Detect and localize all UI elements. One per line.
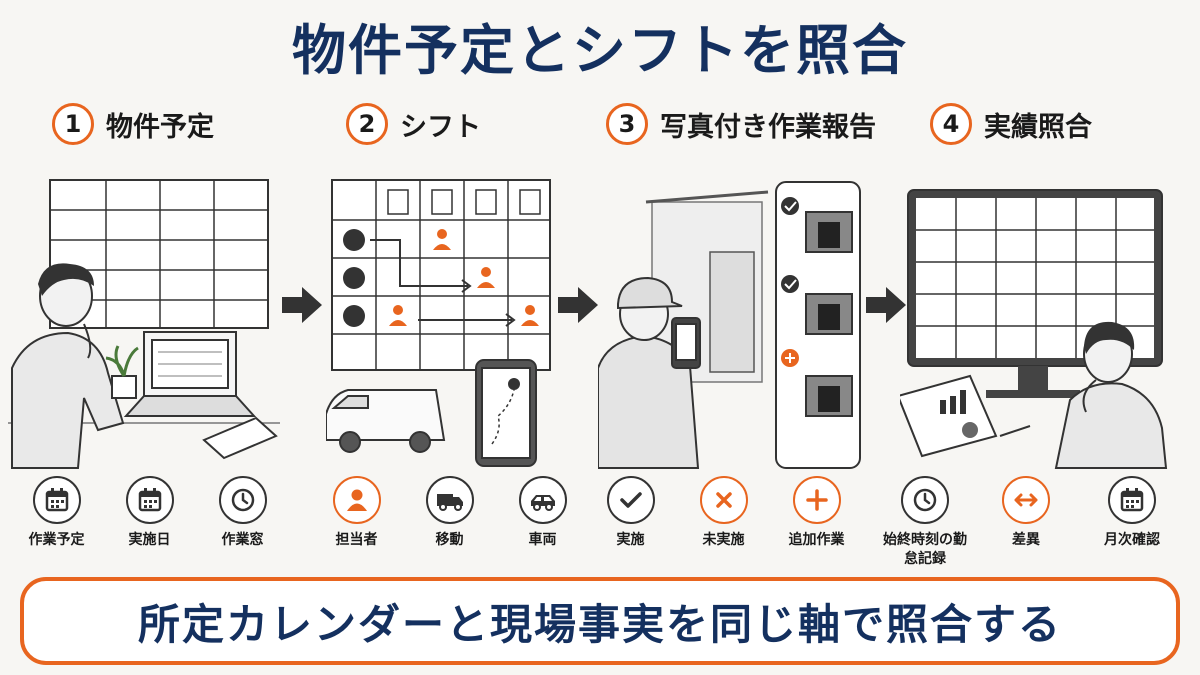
summary-text: 所定カレンダーと現場事実を同じ軸で照合する xyxy=(137,599,1062,649)
feature-label: 追加作業 xyxy=(788,532,845,548)
feature-label: 作業予定 xyxy=(28,532,85,548)
step-4-number: 4 xyxy=(930,103,972,145)
step-4-features: 始終時刻の勤怠記録 差異 月次確認 xyxy=(872,476,1190,586)
feature-vehicle: 車両 xyxy=(496,476,589,586)
calendar-icon xyxy=(138,488,161,512)
step-2-title: シフト xyxy=(400,111,481,143)
feature-label: 未実施 xyxy=(702,532,745,548)
car-icon xyxy=(530,495,555,511)
feature-label: 差異 xyxy=(1012,532,1040,548)
feature-label: 移動 xyxy=(435,532,464,548)
feature-assignee: 担当者 xyxy=(310,476,403,586)
check-icon xyxy=(619,492,642,508)
feature-difference: 差異 xyxy=(978,476,1074,586)
step-3-features: 実施 未実施 追加作業 xyxy=(584,476,863,586)
feature-label: 実施日 xyxy=(128,532,171,548)
feature-work-window: 作業窓 xyxy=(196,476,289,586)
summary-banner: 所定カレンダーと現場事実を同じ軸で照合する xyxy=(20,577,1180,665)
double-arrow-icon xyxy=(1014,493,1038,507)
feature-label: 実施 xyxy=(616,532,645,548)
step-1-number: 1 xyxy=(52,103,94,145)
feature-done: 実施 xyxy=(584,476,677,586)
step-2-features: 担当者 移動 車両 xyxy=(310,476,589,586)
feature-attendance-record: 始終時刻の勤怠記録 xyxy=(872,476,978,586)
feature-label: 車両 xyxy=(528,532,557,548)
feature-travel: 移動 xyxy=(403,476,496,586)
photo-report-illustration xyxy=(598,181,861,469)
step-3-header: 3 写真付き作業報告 xyxy=(606,100,876,148)
flow-arrow-1 xyxy=(282,287,322,323)
calendar-icon xyxy=(45,488,68,512)
actuals-illustration xyxy=(900,189,1168,469)
feature-work-schedule: 作業予定 xyxy=(10,476,103,586)
step-3-number: 3 xyxy=(606,103,648,145)
feature-execution-date: 実施日 xyxy=(103,476,196,586)
step-4-title: 実績照合 xyxy=(984,111,1092,143)
feature-label: 作業窓 xyxy=(221,532,264,548)
step-3-title: 写真付き作業報告 xyxy=(660,111,876,143)
truck-icon xyxy=(436,494,463,511)
clock-icon xyxy=(913,488,937,512)
step-1-features: 作業予定 実施日 作業窓 xyxy=(10,476,289,586)
feature-monthly-check: 月次確認 xyxy=(1074,476,1190,586)
plus-icon xyxy=(805,489,828,511)
page-title: 物件予定とシフトを照合 xyxy=(292,19,908,82)
step-4-header: 4 実績照合 xyxy=(930,100,1092,148)
clock-icon xyxy=(231,488,254,512)
step-1-title: 物件予定 xyxy=(106,111,214,143)
step-1-header: 1 物件予定 xyxy=(52,100,214,148)
step-2-header: 2 シフト xyxy=(346,100,481,148)
schedule-illustration xyxy=(8,179,280,469)
feature-additional-work: 追加作業 xyxy=(770,476,863,586)
feature-label: 始終時刻の勤怠記録 xyxy=(883,532,967,567)
person-icon xyxy=(346,489,367,511)
shift-illustration xyxy=(326,179,551,467)
feature-not-done: 未実施 xyxy=(677,476,770,586)
step-2-number: 2 xyxy=(346,103,388,145)
calendar-icon xyxy=(1120,488,1144,512)
feature-label: 月次確認 xyxy=(1104,532,1160,548)
flow-arrow-2 xyxy=(558,287,598,323)
flow-arrow-3 xyxy=(866,287,906,323)
feature-label: 担当者 xyxy=(335,532,378,548)
cross-icon xyxy=(715,492,732,508)
